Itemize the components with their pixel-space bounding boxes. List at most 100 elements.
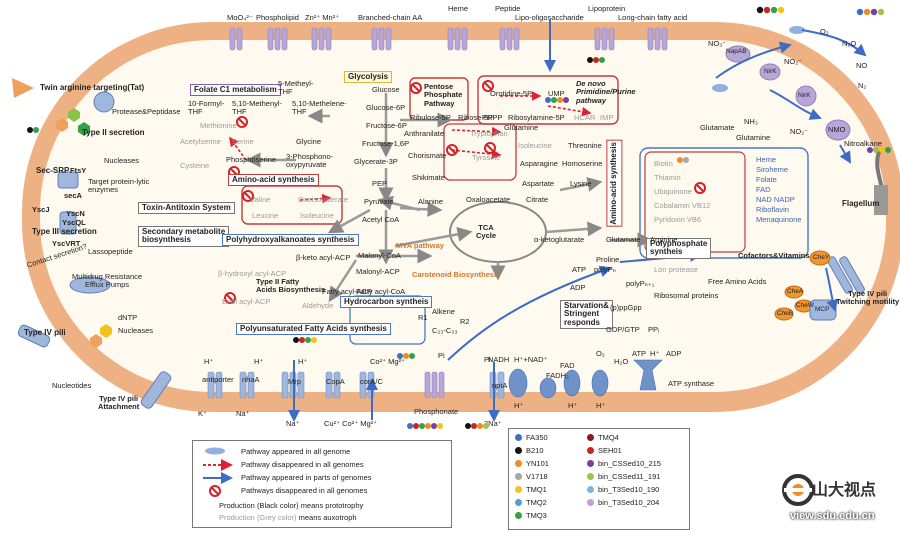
type4-pili-left: [17, 324, 51, 348]
genome-name: TMQ3: [526, 511, 547, 520]
genome-name: TMQ4: [598, 433, 619, 442]
label-phosphonate: Phosphonate: [414, 407, 459, 416]
met-phosphoserine: Phosphoserine: [226, 155, 277, 164]
genome-name: V1718: [526, 472, 548, 481]
box-aa-center: [443, 123, 517, 181]
genome-color-dot: [587, 473, 594, 480]
met-alkene: Alkene: [432, 307, 455, 316]
legend-genome-genomes_left-6: TMQ3: [515, 511, 549, 524]
nitrogen-cytoplasm-protein: [712, 84, 728, 92]
met-fatty-acyl-coa: Fatty acyl-CoA: [356, 287, 406, 296]
met-aspartate: Aspartate: [522, 179, 555, 188]
met-glucose: Glucose: [372, 85, 400, 94]
block-denovo: [482, 80, 494, 92]
met-methionine: Methionine: [200, 121, 237, 130]
genome-color-dot: [587, 486, 594, 493]
header-denovo: De novo Primidine/Purine pathway: [576, 79, 636, 105]
n-nirk-1: NirK: [764, 68, 777, 75]
n-n2o: N₂O: [842, 39, 857, 48]
met-atp-polyp: ATP: [572, 265, 587, 274]
header-ppp: Pentose Phosphate Pathway: [424, 82, 463, 108]
met-lon-protease: Lon protease: [654, 265, 698, 274]
genome-name: SEH01: [598, 446, 622, 455]
legend-genome-genomes_right-2: bin_CSSed10_215: [587, 459, 661, 472]
legend-genome-genomes_left-5: TMQ2: [515, 498, 549, 511]
n-no2: NO₂⁻: [784, 57, 803, 66]
met-valine: Valine: [250, 195, 271, 204]
transporter-phosphonate: [424, 371, 431, 399]
napab-protein: [725, 45, 751, 63]
genome-name: bin_T3Sed10_204: [598, 498, 660, 507]
legend-genome-genomes_left-2: YN101: [515, 459, 549, 472]
met-anthranilate: Anthranilate: [404, 129, 445, 138]
legend-auxotroph-a: Production (Grey color): [219, 513, 297, 522]
genome-color-dot: [515, 486, 522, 493]
met-imp: IMP: [600, 113, 614, 122]
header-aa-synthesis-left: Amino-acid synthesis: [228, 174, 319, 187]
label-chea: CheA: [787, 288, 804, 295]
legend-genome-genomes_right-3: bin_CSSed11_191: [587, 472, 661, 485]
ion-h-2: H⁺: [254, 357, 264, 366]
transporter-lcfa: [647, 27, 654, 51]
nitrogen-periplasm-protein: [789, 26, 805, 34]
transporter-heme: [447, 27, 454, 51]
met-lysine: Lysine: [570, 179, 592, 188]
transporter-antiporter: [207, 371, 215, 399]
met-tyrosine: Tyrosine: [472, 153, 501, 162]
legend-genome-genomes_right-5: bin_T3Sed10_204: [587, 498, 661, 511]
n-no2-inner: NO₂⁻: [790, 127, 809, 136]
cof-heme: Heme: [756, 155, 777, 164]
cof-fad: FAD: [756, 185, 771, 194]
block-center: [484, 142, 496, 154]
transporter-mrp: [281, 371, 289, 399]
met-oxaloacetate: Oxaloacetate: [466, 195, 511, 204]
met-ribose-5p: Ribose-5P: [458, 113, 494, 122]
label-protease: Protease&Peptidase: [112, 107, 181, 116]
cof-biotin: Biotin: [654, 159, 673, 168]
transporter-zn-mn: [311, 27, 318, 51]
type4-pili-right: [827, 256, 865, 294]
nmo-protein: [825, 119, 851, 141]
genome-color-dot: [587, 434, 594, 441]
genome-color-dot: [515, 447, 522, 454]
genome-name: bin_CSSed10_215: [598, 459, 661, 468]
met-hcar: HCAR: [574, 113, 596, 122]
ion-3na: 3Na⁺: [484, 419, 502, 428]
watermark-cn: 山大视点: [812, 480, 877, 499]
label-lcfa: Long-chain fatty acid: [618, 13, 688, 22]
label-ftsy: FtsY: [70, 166, 87, 175]
met-isoleucine: Isoleucine: [518, 141, 552, 150]
block-methionine: [236, 116, 248, 128]
label-flagellum: Flagellum: [842, 199, 880, 208]
ion-h-1: H⁺: [204, 357, 214, 366]
genome-name: FA350: [526, 433, 548, 442]
cheb-protein: [774, 307, 794, 321]
met-fatty-acyl-acp: Fatty acyl-ACP: [322, 287, 373, 296]
legend-genome-genomes_right-1: SEH01: [587, 446, 661, 459]
header-polyphosphate: Polyphosphate syntheis: [646, 238, 712, 259]
met-5-methyl-thf: 5-Metheyl- THF: [278, 79, 314, 97]
met-malonyl-coa: Malonyl-CoA: [358, 251, 401, 260]
legend-prototrophy: Production (Black color) means prototrop…: [219, 501, 363, 510]
label-copa: CopA: [326, 377, 345, 386]
label-dntp: dNTP: [118, 313, 138, 322]
met-glutamine-nuc: Glutamine: [504, 123, 539, 132]
legend-genome-genomes_left-3: V1718: [515, 472, 549, 485]
label-multidrug: Multidrug Resistance Efflux Pumps: [72, 272, 143, 290]
watermark-url: view.sdu.edu.cn: [790, 510, 875, 522]
n-no: NO: [856, 61, 868, 70]
protease-hexagons: [56, 108, 90, 136]
ion-pi-1: Pi: [438, 351, 445, 360]
etc-fadh2: FADH₂: [546, 371, 569, 380]
label-bcaa: Branched-chain AA: [358, 13, 423, 22]
met-enol-acp: Enol acyl-ACP: [222, 297, 271, 306]
label-lassopeptide: Lassopeptide: [88, 247, 133, 256]
genome-color-dot: [515, 460, 522, 467]
header-folate: Folate C1 metabolism: [190, 84, 281, 97]
tat-complex: [93, 91, 115, 113]
legend-icon-blocked: [209, 485, 221, 497]
etc-nad: H⁺+NAD⁺: [514, 355, 548, 364]
